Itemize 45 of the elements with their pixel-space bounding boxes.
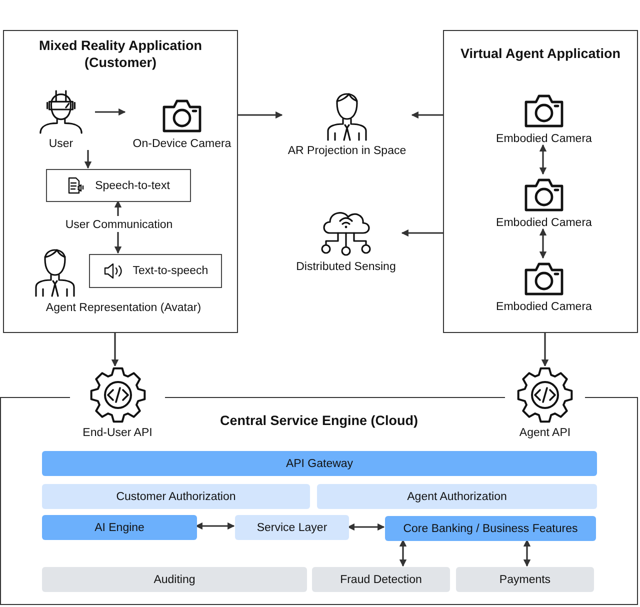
service-block: AI Engine [42, 515, 197, 540]
service-block: Payments [456, 567, 594, 592]
api-label: Agent API [519, 426, 571, 440]
service-block: Service Layer [235, 515, 349, 540]
api-label: End-User API [82, 426, 152, 440]
arrow [411, 111, 443, 119]
service-block: Customer Authorization [42, 484, 310, 509]
double-arrow [539, 228, 547, 259]
arrow [114, 200, 122, 216]
box-label: Text-to-speech [132, 265, 208, 277]
panel-title: Virtual Agent Application [459, 45, 622, 62]
application-panel [3, 30, 238, 333]
double-arrow [195, 522, 235, 530]
process-box [89, 254, 222, 288]
arrow [95, 108, 126, 116]
arrow [84, 150, 92, 169]
arrow [111, 333, 119, 367]
process-box [46, 169, 191, 202]
panel-title: Central Service Engine (Cloud) [218, 412, 420, 429]
icon-label: Distributed Sensing [296, 260, 396, 274]
double-arrow [399, 539, 407, 567]
arrow [401, 229, 443, 237]
application-panel [443, 30, 638, 333]
icon-label: Embodied Camera [496, 216, 592, 230]
double-arrow [523, 539, 531, 567]
text-label: User Communication [59, 217, 179, 233]
node-caption: Agent Representation (Avatar) [44, 301, 202, 315]
icon-label: Embodied Camera [496, 300, 592, 314]
box-label: Speech-to-text [95, 180, 170, 192]
icon-label: On-Device Camera [132, 137, 232, 151]
service-block: API Gateway [42, 451, 597, 476]
double-arrow [347, 523, 385, 531]
icon-label: Embodied Camera [496, 132, 592, 146]
arrow [238, 111, 283, 119]
icon-label: User [48, 137, 74, 151]
arrow [541, 333, 549, 367]
service-block: Core Banking / Business Features [385, 516, 596, 541]
service-block: Fraud Detection [312, 567, 450, 592]
icon-label: AR Projection in Space [288, 144, 406, 158]
application-panel [0, 397, 638, 605]
service-block: Agent Authorization [317, 484, 597, 509]
arrow [114, 232, 122, 254]
service-block: Auditing [42, 567, 307, 592]
panel-title: Mixed Reality Application (Customer) [38, 37, 204, 71]
double-arrow [539, 144, 547, 175]
